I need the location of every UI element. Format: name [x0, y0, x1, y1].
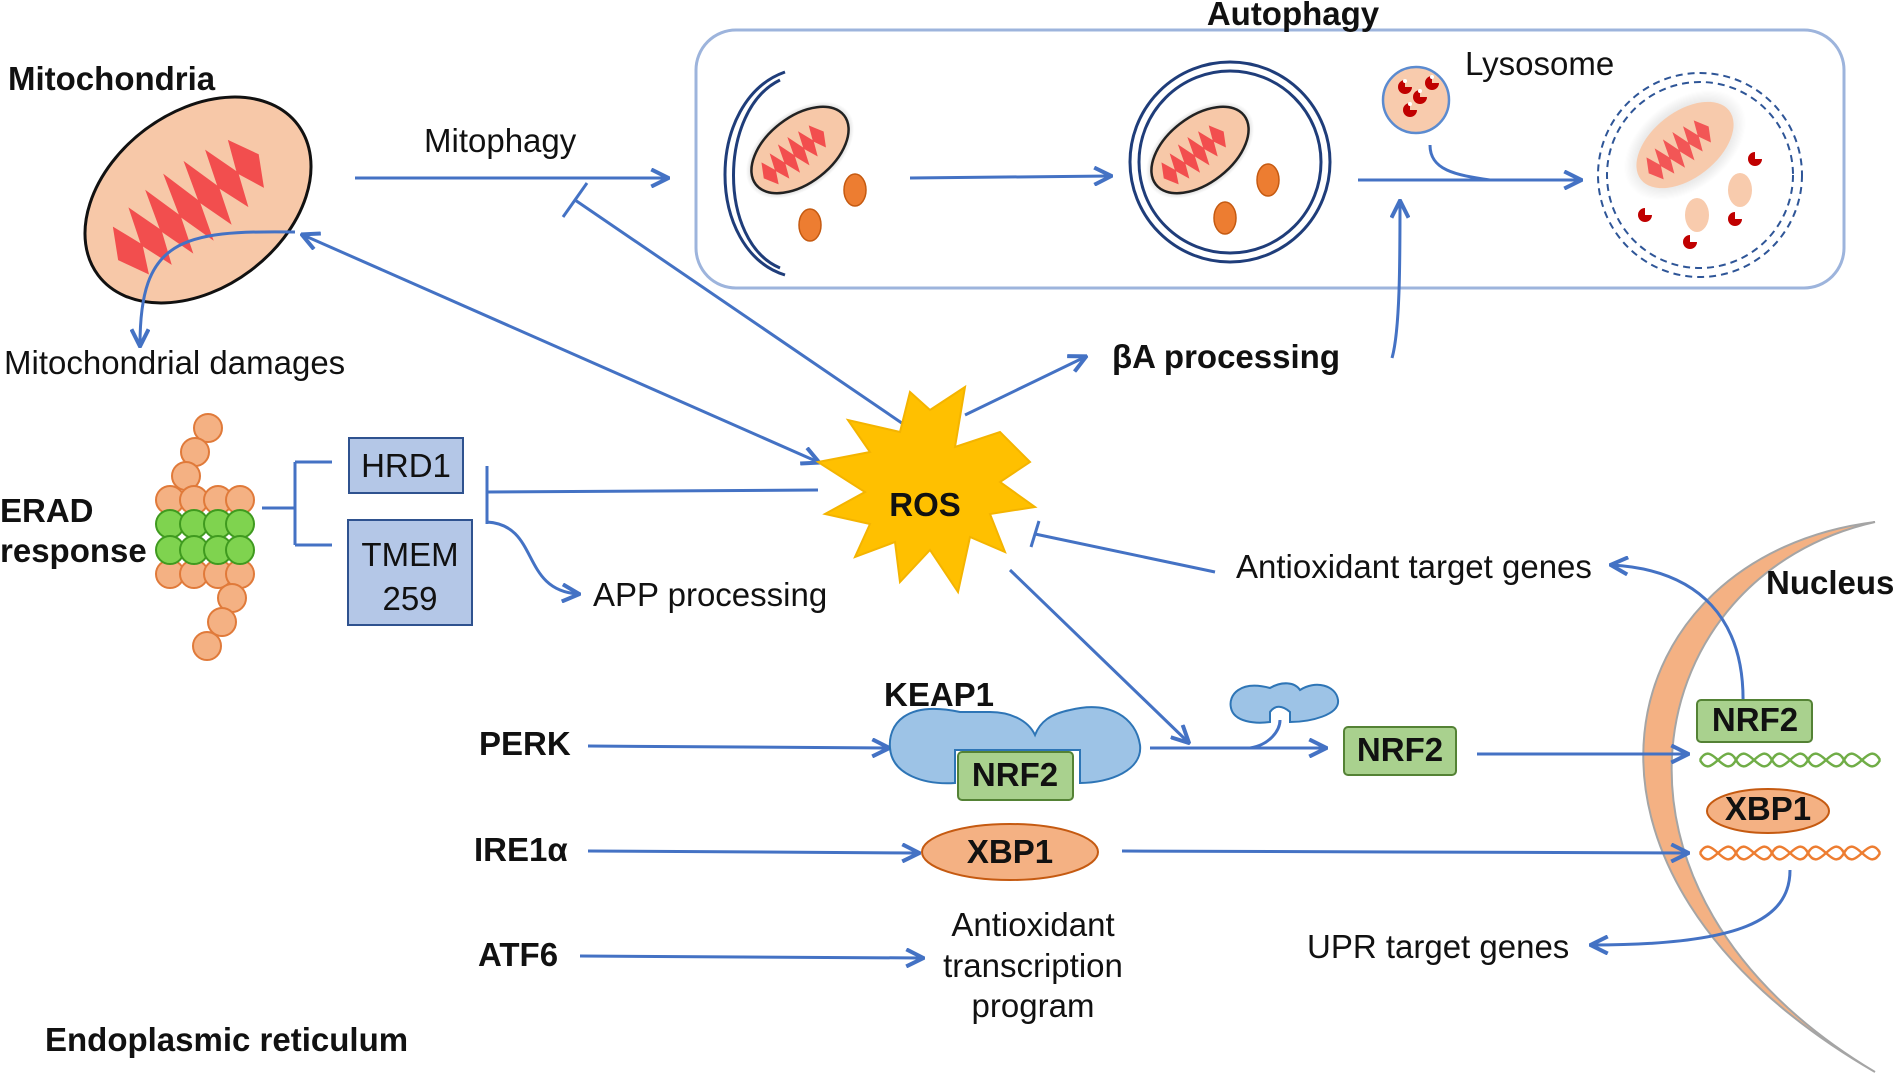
vesicle-6: [1685, 198, 1709, 232]
atf6-label: ATF6: [478, 936, 558, 973]
mitochondrion-small-2: [1145, 101, 1255, 199]
arrow-beta-a-to-autophagy: [1392, 202, 1400, 359]
inhibit-ros-to-mitophagy: [574, 198, 913, 432]
vesicle-3: [1256, 163, 1280, 197]
mitochondria-label: Mitochondria: [8, 60, 216, 97]
ire1a-label: IRE1α: [474, 831, 568, 868]
dna-orange: [1698, 845, 1882, 861]
autophagy-panel: Autophagy: [694, 0, 1846, 290]
xbp1-label: XBP1: [967, 833, 1053, 870]
erad-complex-icon: [155, 413, 255, 661]
nrf2-free-label: NRF2: [1357, 731, 1443, 768]
nucleus-label: Nucleus: [1766, 564, 1894, 601]
nrf2-nucleus-label: NRF2: [1712, 701, 1798, 738]
nrf2-bound-label: NRF2: [972, 756, 1058, 793]
arrow-xbp1-to-nucleus: [1121, 851, 1687, 853]
xbp1: XBP1: [921, 823, 1099, 881]
mitochondrial-damages-label: Mitochondrial damages: [4, 344, 345, 381]
arrow-erad-to-app: [486, 520, 578, 594]
ros-star: ROS: [815, 384, 1038, 595]
vesicle-5: [1728, 173, 1752, 207]
keap1-nrf2-complex: NRF2: [888, 706, 1142, 801]
endoplasmic-reticulum-label: Endoplasmic reticulum: [45, 1021, 408, 1058]
tmem-label-line2: 259: [382, 580, 437, 617]
hrd1-box: HRD1: [348, 437, 464, 494]
vesicle-1: [843, 173, 867, 207]
antioxidant-target-genes-label: Antioxidant target genes: [1236, 548, 1592, 585]
mitophagy-label: Mitophagy: [424, 122, 577, 159]
ros-label: ROS: [889, 486, 961, 523]
inhibit-ros-to-erad: [486, 488, 819, 494]
nrf2-nucleus: NRF2: [1696, 699, 1813, 743]
beta-a-processing-label: βA processing: [1112, 338, 1340, 375]
vesicle-4: [1213, 201, 1237, 235]
keap1-released: [1229, 682, 1340, 724]
antioxidant-program-line3: program: [972, 987, 1095, 1024]
antioxidant-program-line2: transcription: [943, 947, 1123, 984]
mitochondrion-degrading: [1623, 89, 1747, 201]
vesicle-2: [798, 208, 822, 242]
erad-label-line2: response: [0, 532, 147, 569]
lysosome-label: Lysosome: [1465, 45, 1614, 82]
erad-bracket: [262, 460, 332, 547]
arrow-nrf2-to-antioxidant-genes: [1612, 565, 1745, 706]
nrf2-bound-box: [957, 751, 1074, 801]
dna-green: [1698, 752, 1882, 768]
arrow-ros-mitochondria: [303, 235, 818, 462]
lysosome: [1381, 65, 1451, 135]
xbp1-nucleus-label: XBP1: [1725, 790, 1811, 827]
erad-label-line1: ERAD: [0, 492, 94, 529]
arrow-ire1a-to-xbp1: [587, 851, 918, 853]
autophagy-label: Autophagy: [1207, 0, 1380, 32]
nrf2-free: NRF2: [1343, 726, 1457, 776]
keap1-label: KEAP1: [884, 676, 994, 713]
upr-target-genes-label: UPR target genes: [1307, 928, 1569, 965]
hrd1-label: HRD1: [361, 447, 451, 484]
arrow-ros-to-keap1-release: [1008, 568, 1188, 742]
perk-label: PERK: [479, 725, 571, 762]
arrow-atf6-to-program: [579, 956, 922, 958]
tmem259-box: TMEM 259: [347, 519, 473, 626]
xbp1-nucleus: XBP1: [1706, 788, 1830, 834]
lysosomal-enzymes: [1638, 152, 1762, 249]
arrow-xbp1-to-upr-genes: [1592, 869, 1792, 945]
arrow-phagophore-to-autophagosome: [909, 176, 1110, 178]
arrow-perk-to-keap1: [587, 746, 888, 748]
app-processing-label: APP processing: [593, 576, 827, 613]
antioxidant-program-line1: Antioxidant: [951, 906, 1114, 943]
inhibit-antioxidant-to-ros: [1034, 532, 1216, 574]
mitochondrion-small-1: [745, 101, 855, 199]
inhibit-bar-mitophagy: [561, 182, 589, 218]
tmem-label-line1: TMEM: [361, 536, 458, 573]
arrow-lysosome-fusion: [1428, 144, 1491, 182]
mitochondrion-large: [83, 95, 313, 305]
inhibit-bar-ros: [1029, 520, 1041, 548]
arrow-ros-to-beta-a: [964, 357, 1085, 417]
arrow-mito-to-damages: [140, 230, 296, 345]
nuclear-envelope: [1642, 521, 1876, 1073]
